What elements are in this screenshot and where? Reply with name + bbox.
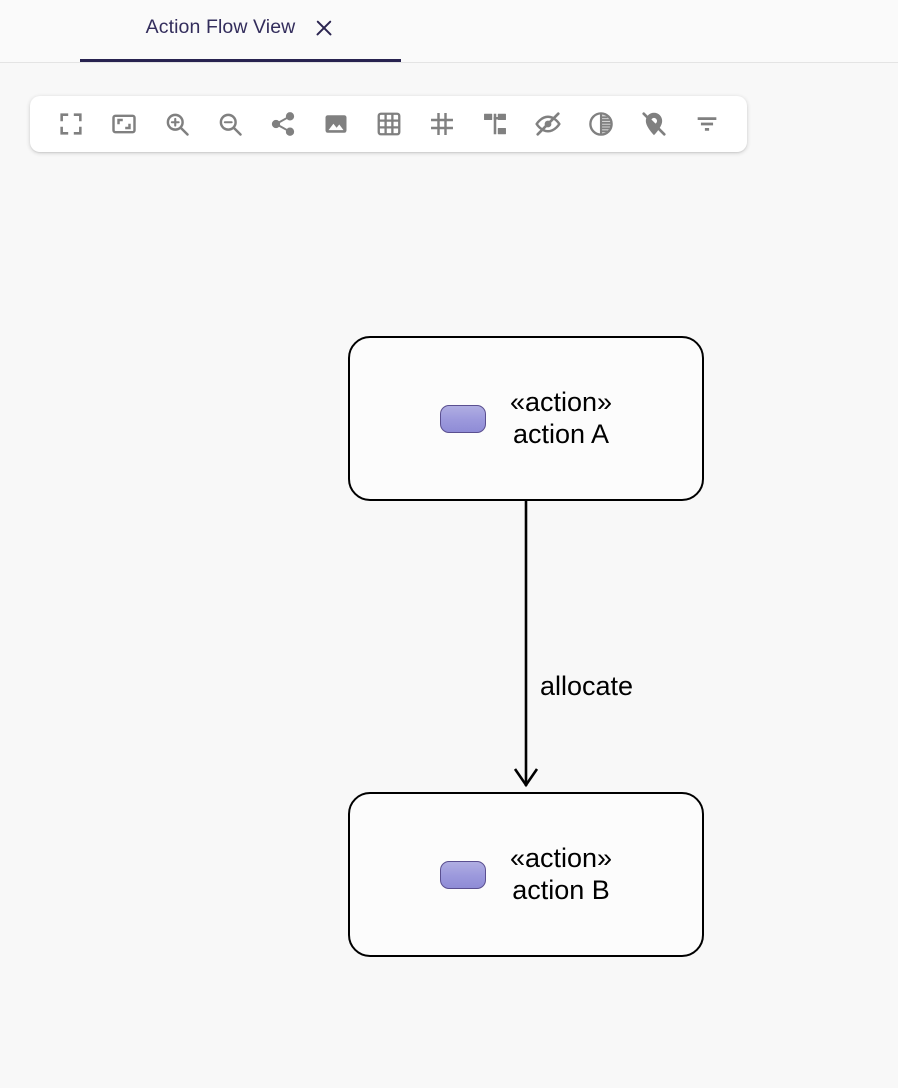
zoom-in-icon[interactable] <box>150 100 203 148</box>
node-action-a[interactable]: «action» action A <box>348 336 704 501</box>
grid-icon[interactable] <box>362 100 415 148</box>
guidelines-icon[interactable] <box>415 100 468 148</box>
image-icon[interactable] <box>309 100 362 148</box>
eye-off-icon[interactable] <box>521 100 574 148</box>
node-name: action B <box>512 874 610 905</box>
share-icon[interactable] <box>256 100 309 148</box>
node-action-b[interactable]: «action» action B <box>348 792 704 957</box>
action-flow-diagram: «action» action A allocate «action» acti… <box>0 63 898 1088</box>
diagram-toolbar <box>30 96 747 152</box>
node-stereotype: «action» <box>509 842 613 873</box>
fit-to-screen-icon[interactable] <box>97 100 150 148</box>
tab-label: Action Flow View <box>145 15 296 38</box>
node-stereotype: «action» <box>509 386 613 417</box>
filter-icon[interactable] <box>680 100 733 148</box>
tab-action-flow-view[interactable]: Action Flow View <box>80 0 401 62</box>
location-off-icon[interactable] <box>627 100 680 148</box>
zoom-out-icon[interactable] <box>203 100 256 148</box>
action-badge-icon <box>439 404 486 433</box>
contrast-icon[interactable] <box>574 100 627 148</box>
hierarchy-icon[interactable] <box>468 100 521 148</box>
tab-bar: Action Flow View <box>0 0 898 63</box>
edge-label-allocate: allocate <box>540 671 634 701</box>
close-icon[interactable] <box>313 17 335 43</box>
node-name: action A <box>512 418 610 449</box>
action-badge-icon <box>439 860 486 889</box>
fullscreen-icon[interactable] <box>44 100 97 148</box>
node-action-b-text: «action» action B <box>510 843 612 907</box>
diagram-canvas[interactable]: «action» action A allocate «action» acti… <box>0 63 898 1088</box>
node-action-a-text: «action» action A <box>510 387 612 451</box>
